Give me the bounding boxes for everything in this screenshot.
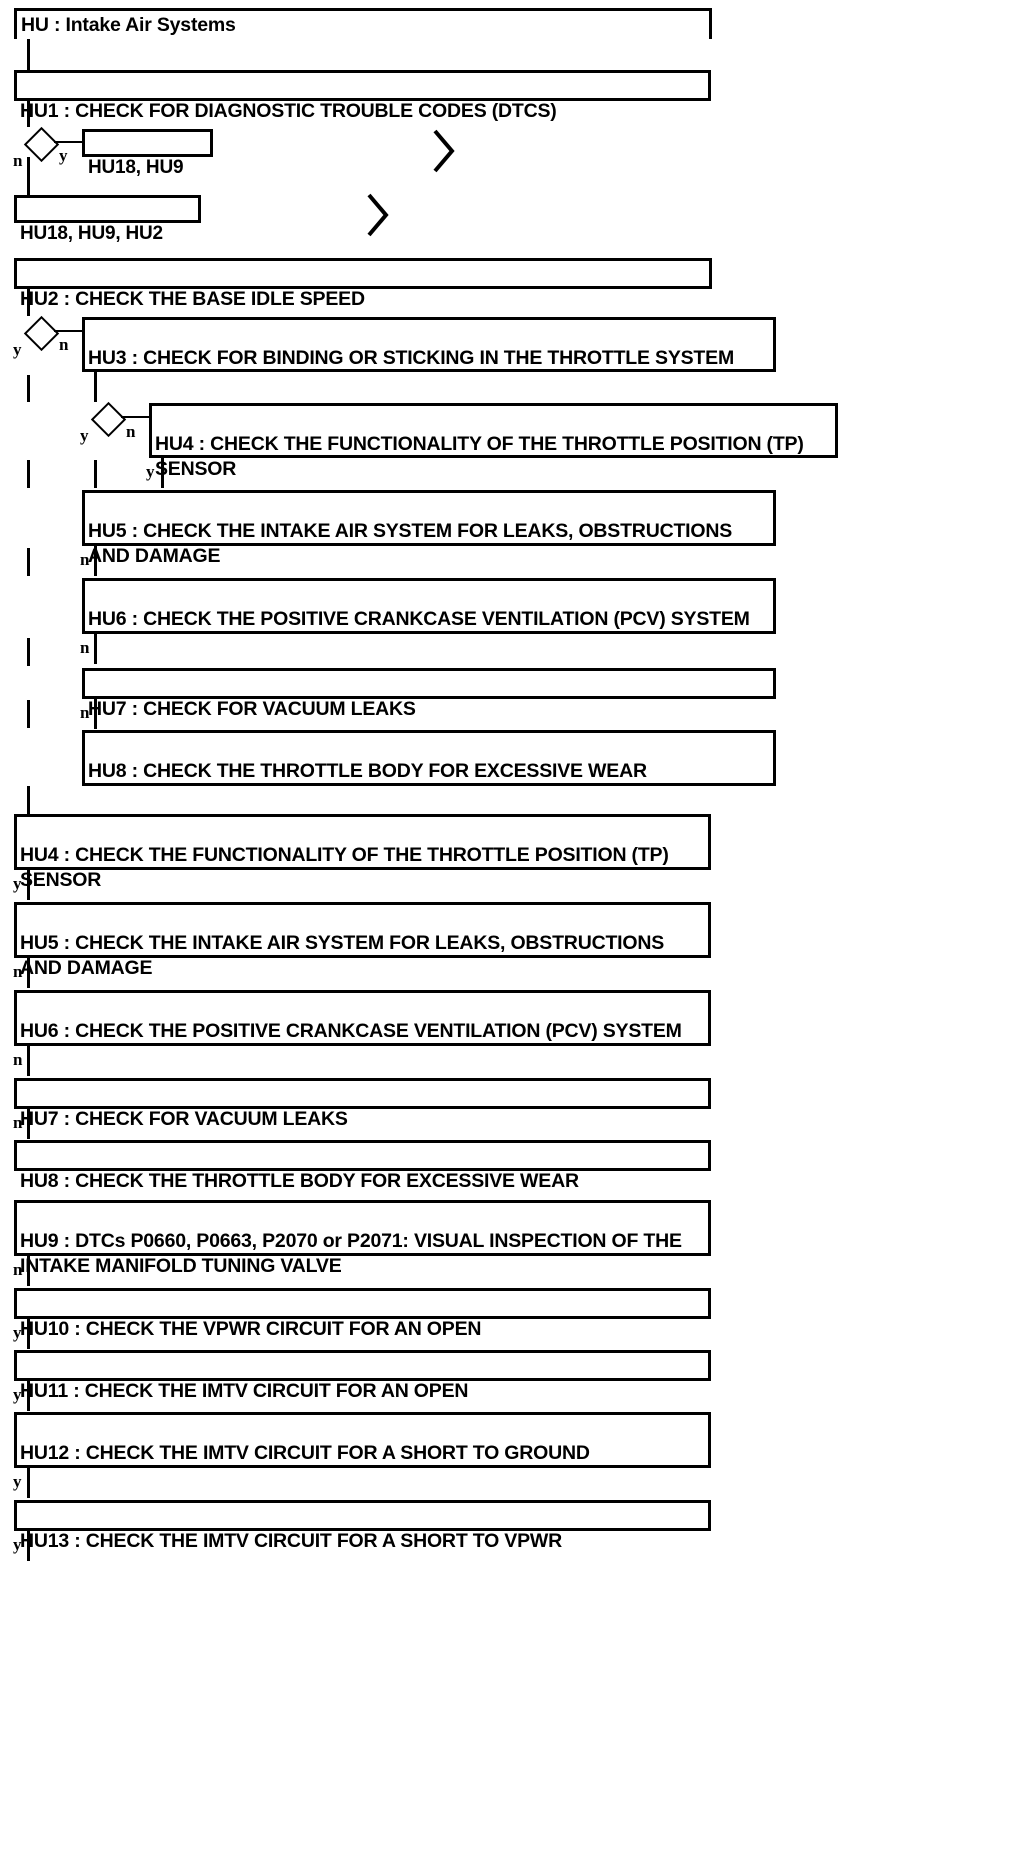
decision-diamond-3[interactable] xyxy=(90,401,126,437)
node-ref-hu18-hu9[interactable]: HU18, HU9 xyxy=(82,129,213,178)
edge-label-hu13-y: y xyxy=(13,1535,22,1554)
edge-label-hu7-n: n xyxy=(13,1113,23,1132)
edge-label-hu11-y: y xyxy=(13,1385,22,1404)
node-hu8-label: HU8 : CHECK THE THROTTLE BODY FOR EXCESS… xyxy=(20,1170,579,1192)
connector-hu4n-to-hu5n xyxy=(161,458,164,488)
node-hu4-label: HU4 : CHECK THE FUNCTIONALITY OF THE THR… xyxy=(20,844,669,891)
node-hu12[interactable]: HU12 : CHECK THE IMTV CIRCUIT FOR A SHOR… xyxy=(14,1412,711,1468)
node-hu5-label: HU5 : CHECK THE INTAKE AIR SYSTEM FOR LE… xyxy=(20,932,665,979)
edge-label-hu7n-n: n xyxy=(80,703,90,722)
connector-hu7n-to-hu8n xyxy=(94,699,97,729)
connector-decision3-no xyxy=(121,416,149,418)
node-hu4[interactable]: HU4 : CHECK THE FUNCTIONALITY OF THE THR… xyxy=(14,814,711,891)
edge-label-hu10-y: y xyxy=(13,1323,22,1342)
decision-diamond-1[interactable] xyxy=(23,126,59,162)
node-hu7[interactable]: HU7 : CHECK FOR VACUUM LEAKS xyxy=(14,1078,711,1130)
connector-decision2-yes-spine-4 xyxy=(27,638,30,666)
node-hu8-nested[interactable]: HU8 : CHECK THE THROTTLE BODY FOR EXCESS… xyxy=(82,730,776,786)
connector-hu4-to-hu5 xyxy=(27,870,30,900)
connector-decision1-yes xyxy=(54,141,82,143)
page-title: HU : Intake Air Systems xyxy=(21,14,236,36)
node-hu4-nested[interactable]: HU4 : CHECK THE FUNCTIONALITY OF THE THR… xyxy=(149,403,838,480)
edge-label-hu5n-n: n xyxy=(80,550,90,569)
connector-hu6-to-hu7 xyxy=(27,1046,30,1076)
node-ref-hu18-hu9-hu2[interactable]: HU18, HU9, HU2 xyxy=(14,195,201,244)
edge-label-decision2-n: n xyxy=(59,335,69,354)
node-hu7-nested[interactable]: HU7 : CHECK FOR VACUUM LEAKS xyxy=(82,668,776,720)
connector-hu5n-to-hu6n xyxy=(94,546,97,576)
node-hu6[interactable]: HU6 : CHECK THE POSITIVE CRANKCASE VENTI… xyxy=(14,990,711,1046)
node-hu6-label: HU6 : CHECK THE POSITIVE CRANKCASE VENTI… xyxy=(20,1020,682,1042)
connector-spine-to-hu4 xyxy=(27,786,30,814)
connector-decision2-yes-spine-2 xyxy=(27,460,30,488)
chevron-right-icon-1 xyxy=(432,128,456,174)
node-ref-hu18-hu9-hu2-label: HU18, HU9, HU2 xyxy=(20,223,163,244)
connector-hu11-to-hu12 xyxy=(27,1381,30,1411)
connector-hu12-to-hu13 xyxy=(27,1468,30,1498)
node-hu10-label: HU10 : CHECK THE VPWR CIRCUIT FOR AN OPE… xyxy=(20,1318,482,1340)
node-hu7-nested-label: HU7 : CHECK FOR VACUUM LEAKS xyxy=(88,698,416,720)
connector-hu10-to-hu11 xyxy=(27,1319,30,1349)
connector-hu13-out xyxy=(27,1531,30,1561)
node-hu1-label: HU1 : CHECK FOR DIAGNOSTIC TROUBLE CODES… xyxy=(20,100,557,122)
edge-label-hu12-y: y xyxy=(13,1472,22,1491)
edge-label-hu6-n: n xyxy=(13,1050,23,1069)
node-hu12-label: HU12 : CHECK THE IMTV CIRCUIT FOR A SHOR… xyxy=(20,1442,590,1464)
edge-label-decision1-y: y xyxy=(59,146,68,165)
node-hu5[interactable]: HU5 : CHECK THE INTAKE AIR SYSTEM FOR LE… xyxy=(14,902,711,979)
diagram-title-box: HU : Intake Air Systems xyxy=(14,8,712,39)
decision-diamond-2[interactable] xyxy=(23,315,59,351)
edge-label-hu4n-y: y xyxy=(146,462,155,481)
node-hu11[interactable]: HU11 : CHECK THE IMTV CIRCUIT FOR AN OPE… xyxy=(14,1350,711,1402)
connector-hu6n-to-hu7n xyxy=(94,634,97,664)
edge-label-hu5-n: n xyxy=(13,962,23,981)
chevron-right-icon-2 xyxy=(366,192,390,238)
connector-decision2-yes-spine-1 xyxy=(27,375,30,402)
connector-hu9-to-hu10 xyxy=(27,1256,30,1286)
node-ref-hu18-hu9-label: HU18, HU9 xyxy=(88,157,184,178)
node-hu11-label: HU11 : CHECK THE IMTV CIRCUIT FOR AN OPE… xyxy=(20,1380,469,1402)
connector-decision1-no xyxy=(27,157,30,195)
edge-label-hu6n-n: n xyxy=(80,638,90,657)
node-hu2[interactable]: HU2 : CHECK THE BASE IDLE SPEED xyxy=(14,258,712,310)
connector-hu7-to-hu8 xyxy=(27,1109,30,1139)
node-hu9-label: HU9 : DTCs P0660, P0663, P2070 or P2071:… xyxy=(20,1230,682,1277)
node-hu3-label: HU3 : CHECK FOR BINDING OR STICKING IN T… xyxy=(88,347,734,369)
node-hu9[interactable]: HU9 : DTCs P0660, P0663, P2070 or P2071:… xyxy=(14,1200,711,1277)
connector-hu5-to-hu6 xyxy=(27,958,30,988)
connector-hu2-to-decision2 xyxy=(27,289,30,316)
edge-label-hu4-y: y xyxy=(13,874,22,893)
node-hu13[interactable]: HU13 : CHECK THE IMTV CIRCUIT FOR A SHOR… xyxy=(14,1500,711,1552)
connector-hu1-to-decision1 xyxy=(27,101,30,127)
node-hu3[interactable]: HU3 : CHECK FOR BINDING OR STICKING IN T… xyxy=(82,317,776,372)
node-hu10[interactable]: HU10 : CHECK THE VPWR CIRCUIT FOR AN OPE… xyxy=(14,1288,711,1340)
node-hu5-nested-label: HU5 : CHECK THE INTAKE AIR SYSTEM FOR LE… xyxy=(88,520,733,567)
node-hu8[interactable]: HU8 : CHECK THE THROTTLE BODY FOR EXCESS… xyxy=(14,1140,711,1192)
edge-label-decision1-n: n xyxy=(13,151,23,170)
edge-label-hu9-n: n xyxy=(13,1260,23,1279)
connector-decision3-yes-spine xyxy=(94,460,97,488)
edge-label-decision3-n: n xyxy=(126,422,136,441)
connector-decision2-yes-spine-5 xyxy=(27,700,30,728)
connector-decision2-yes-spine-3 xyxy=(27,548,30,576)
node-hu6-nested[interactable]: HU6 : CHECK THE POSITIVE CRANKCASE VENTI… xyxy=(82,578,776,634)
node-hu13-label: HU13 : CHECK THE IMTV CIRCUIT FOR A SHOR… xyxy=(20,1530,562,1552)
node-hu7-label: HU7 : CHECK FOR VACUUM LEAKS xyxy=(20,1108,348,1130)
node-hu5-nested[interactable]: HU5 : CHECK THE INTAKE AIR SYSTEM FOR LE… xyxy=(82,490,776,567)
node-hu1[interactable]: HU1 : CHECK FOR DIAGNOSTIC TROUBLE CODES… xyxy=(14,70,711,122)
node-hu2-label: HU2 : CHECK THE BASE IDLE SPEED xyxy=(20,288,365,310)
connector-title-to-hu1 xyxy=(27,39,30,70)
edge-label-decision2-y: y xyxy=(13,340,22,359)
connector-hu3-to-decision3 xyxy=(94,372,97,402)
connector-decision2-no xyxy=(54,330,82,332)
node-hu8-nested-label: HU8 : CHECK THE THROTTLE BODY FOR EXCESS… xyxy=(88,760,647,782)
node-hu6-nested-label: HU6 : CHECK THE POSITIVE CRANKCASE VENTI… xyxy=(88,608,750,630)
edge-label-decision3-y: y xyxy=(80,426,89,445)
node-hu4-nested-label: HU4 : CHECK THE FUNCTIONALITY OF THE THR… xyxy=(155,433,804,480)
